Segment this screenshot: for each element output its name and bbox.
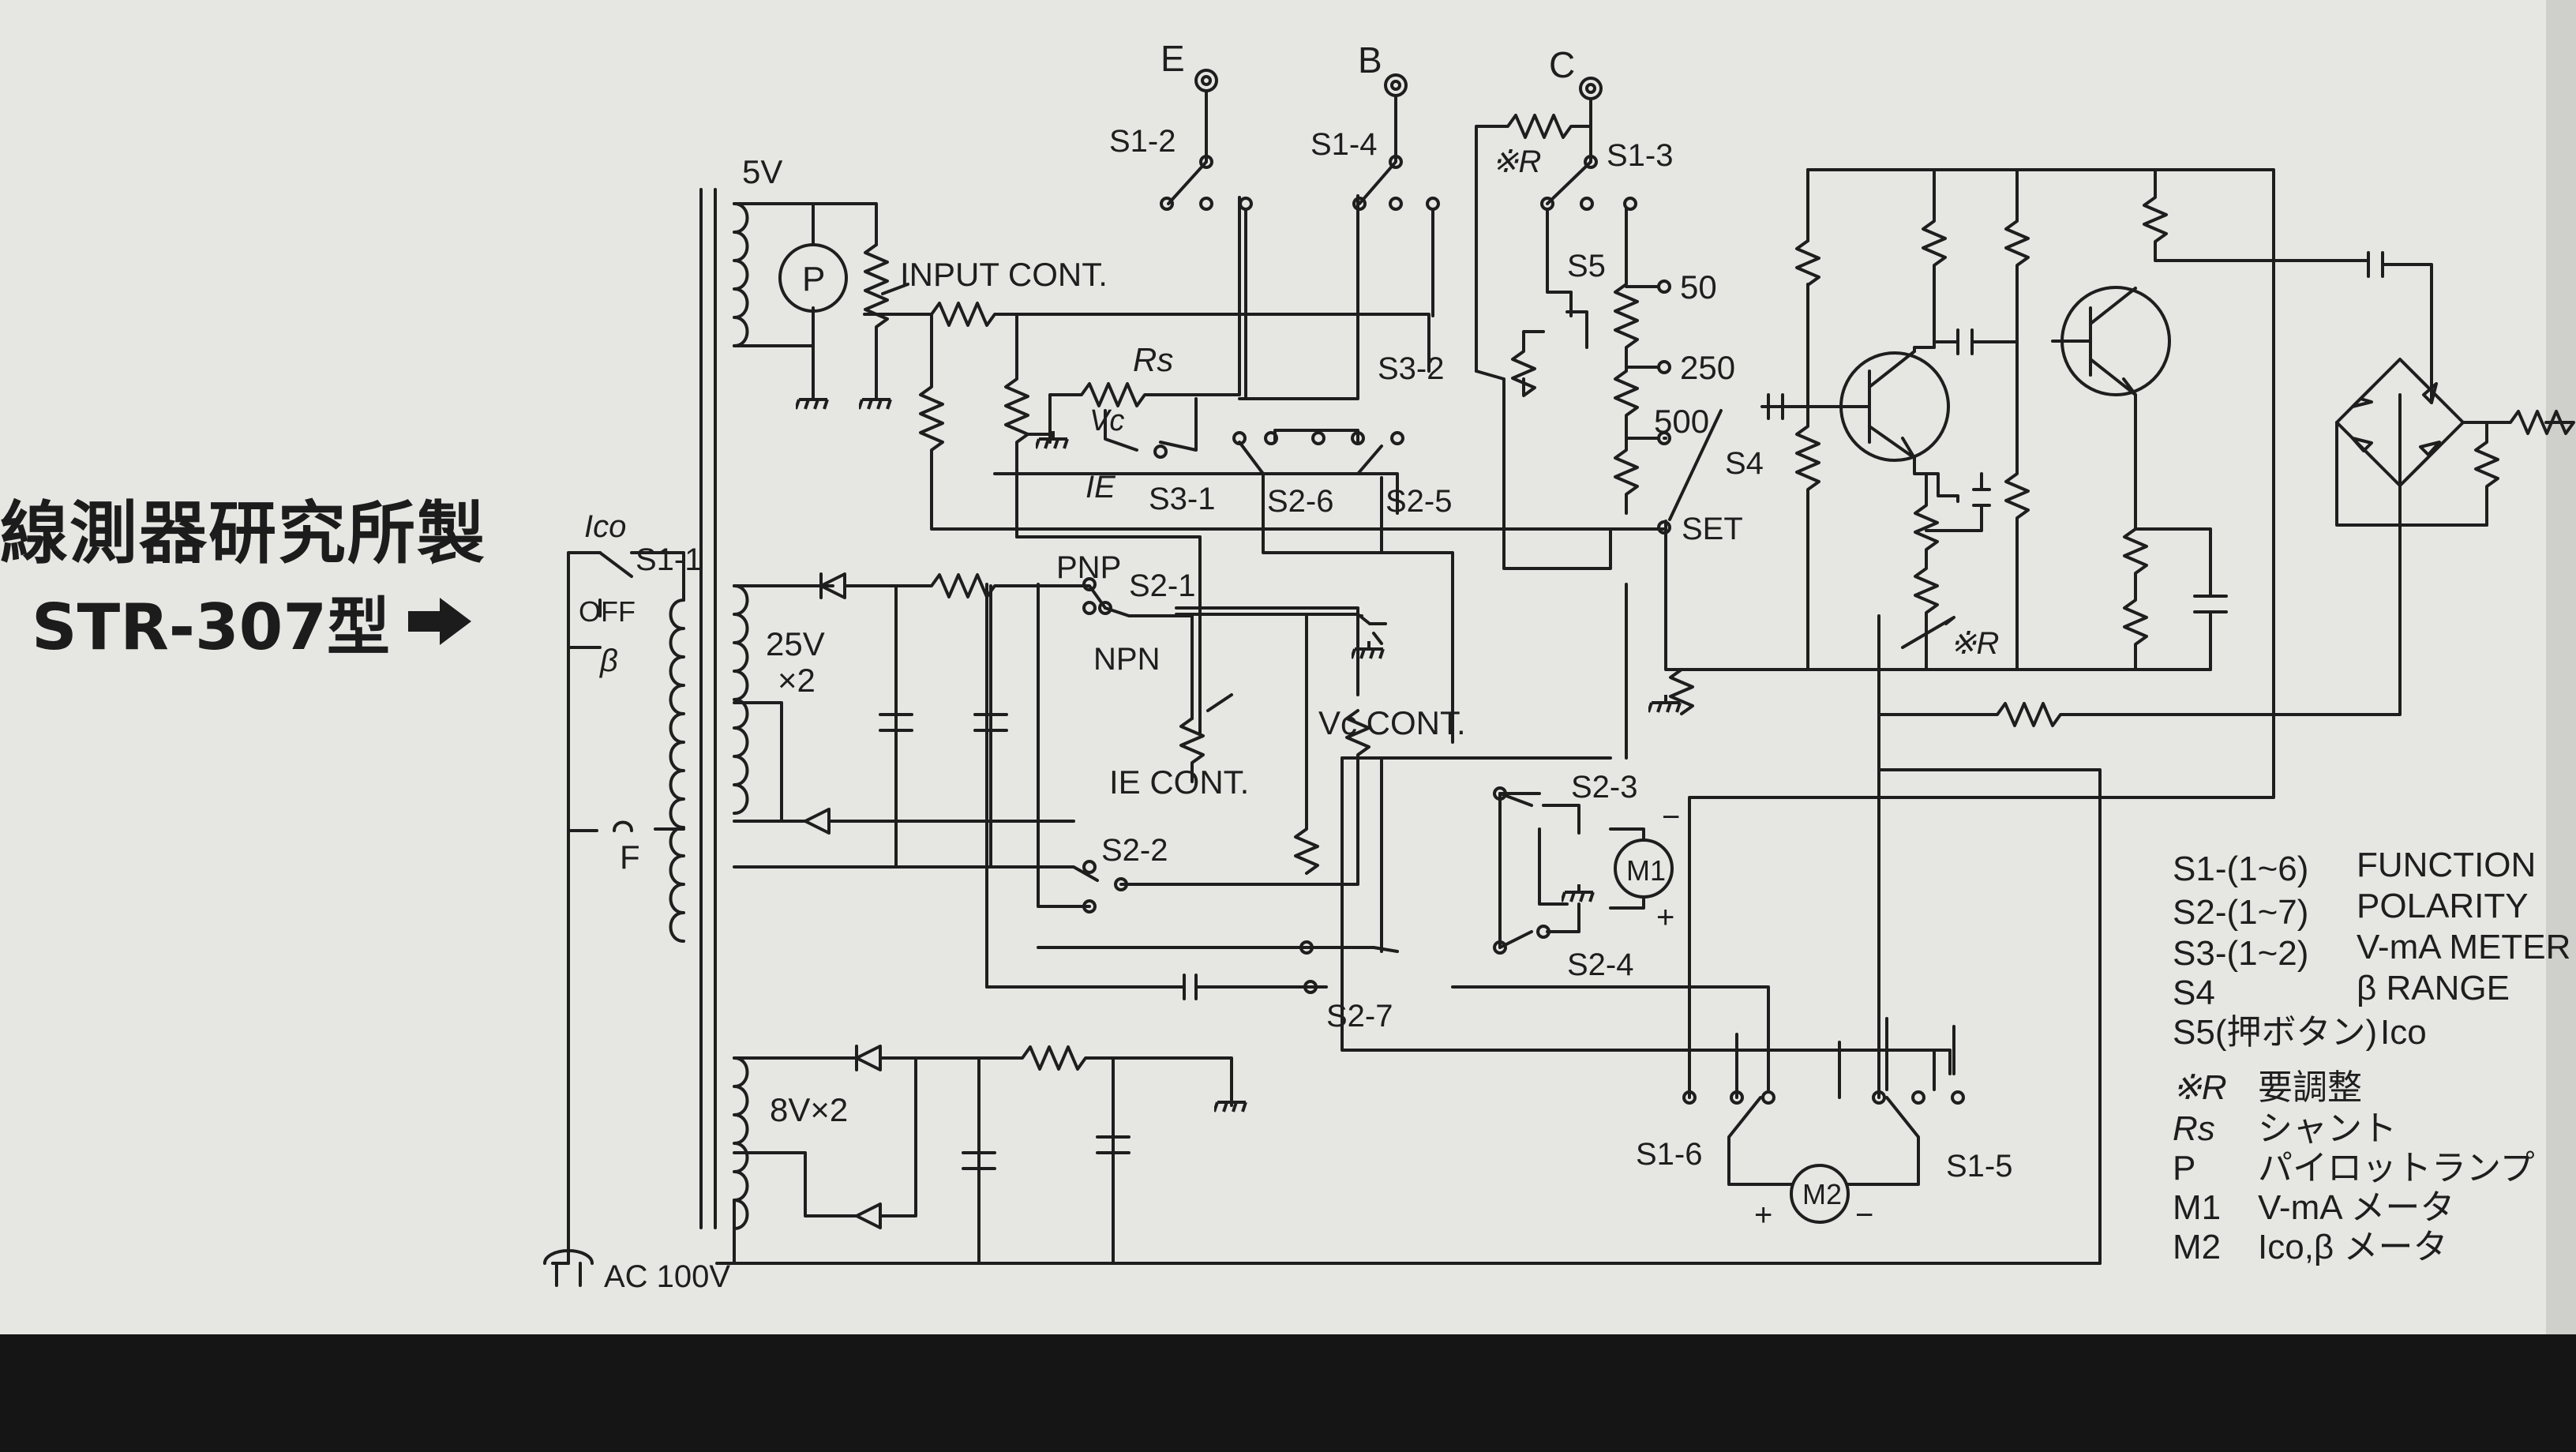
label-off: OFF	[579, 595, 636, 628]
maker-title: 線測器研究所製	[0, 494, 486, 573]
label-s1-1: S1-1	[636, 542, 703, 577]
label-8v: 8V×2	[770, 1091, 848, 1128]
label-vc-cont: Vc CONT.	[1318, 704, 1466, 741]
label-s4: S4	[1725, 446, 1764, 481]
legend-desc-9: Ico,β メータ	[2258, 1228, 2447, 1266]
legend-desc-1: POLARITY	[2357, 887, 2529, 925]
label-beta: β	[599, 643, 618, 678]
label-s2-2: S2-2	[1101, 833, 1168, 868]
label-5v: 5V	[742, 153, 782, 190]
label-s2-5: S2-5	[1385, 484, 1453, 519]
legend-sym-3: S4	[2173, 974, 2215, 1012]
primary-winding	[669, 598, 685, 943]
label-ie: IE	[1086, 470, 1116, 505]
label-s2-3: S2-3	[1571, 770, 1638, 805]
label-ico: Ico	[584, 509, 626, 544]
legend-desc-3: β RANGE	[2357, 969, 2510, 1007]
circuit-schematic: E B C S1-2 S1-4 S1-3 ※R 5V P INPUT CONT.…	[543, 38, 2575, 1294]
legend-sym-0: S1-(1~6)	[2173, 850, 2308, 888]
label-s2-1: S2-1	[1129, 568, 1196, 603]
label-s5: S5	[1567, 249, 1606, 283]
label-s1-2: S1-2	[1109, 124, 1176, 159]
label-x2: ×2	[778, 662, 816, 699]
secondary-5v	[733, 202, 749, 347]
page-edge	[2546, 0, 2576, 1334]
secondary-8v	[733, 1056, 749, 1230]
label-b: B	[1358, 39, 1382, 81]
legend-sym-4: S5(押ボタン)	[2173, 1013, 2377, 1052]
label-m2: M2	[1802, 1178, 1842, 1210]
label-s2-6: S2-6	[1267, 484, 1334, 519]
label-rs: Rs	[1133, 341, 1173, 378]
label-s1-3: S1-3	[1607, 138, 1674, 173]
model-title: STR-307型	[32, 576, 475, 668]
label-ie-cont: IE CONT.	[1109, 764, 1249, 801]
label-p: P	[802, 260, 825, 298]
label-500: 500	[1654, 403, 1709, 440]
legend-sym-6: Rs	[2173, 1109, 2215, 1148]
legend-desc-5: 要調整	[2258, 1068, 2362, 1107]
label-xr-mid: ※R	[1950, 626, 1999, 661]
legend-sym-1: S2-(1~7)	[2173, 893, 2308, 932]
legend: S1-(1~6) FUNCTION S2-(1~7) POLARITY S3-(…	[2173, 846, 2570, 1266]
legend-sym-5: ※R	[2173, 1068, 2227, 1107]
legend-sym-8: M1	[2173, 1188, 2221, 1227]
transformer-core	[699, 188, 717, 1229]
legend-sym-9: M2	[2173, 1228, 2221, 1266]
label-s1-4: S1-4	[1310, 127, 1378, 162]
model-name: STR-307型	[32, 591, 390, 664]
label-pnp: PNP	[1056, 550, 1121, 585]
legend-desc-2: V-mA METER	[2357, 928, 2570, 966]
label-m1: M1	[1626, 854, 1666, 887]
label-e: E	[1161, 38, 1185, 79]
legend-sym-2: S3-(1~2)	[2173, 934, 2308, 973]
schematic-labels: E B C S1-2 S1-4 S1-3 ※R 5V P INPUT CONT.…	[579, 38, 2013, 1294]
label-50: 50	[1680, 268, 1717, 306]
legend-desc-8: V-mA メータ	[2258, 1188, 2454, 1227]
label-s2-7: S2-7	[1326, 999, 1393, 1034]
label-npn: NPN	[1093, 642, 1160, 677]
label-m2-plus: +	[1754, 1198, 1772, 1233]
label-s1-5: S1-5	[1946, 1149, 2013, 1184]
dark-table-surface	[0, 1334, 2576, 1452]
pilot-lamp	[778, 243, 848, 313]
label-vc: Vc	[1089, 404, 1124, 437]
label-c: C	[1549, 44, 1575, 85]
legend-sym-7: P	[2173, 1149, 2195, 1187]
label-ac100: AC 100V	[604, 1259, 730, 1294]
label-s1-6: S1-6	[1636, 1137, 1703, 1172]
label-m2-minus: −	[1855, 1198, 1873, 1233]
label-s2-4: S2-4	[1567, 947, 1634, 982]
label-25v: 25V	[766, 625, 825, 662]
legend-desc-4: Ico	[2380, 1013, 2427, 1052]
label-xr-top: ※R	[1492, 144, 1541, 179]
secondary-25v	[733, 584, 749, 815]
legend-desc-6: シャント	[2258, 1109, 2397, 1148]
label-set: SET	[1682, 512, 1743, 546]
label-m1-minus: −	[1662, 800, 1680, 835]
label-s3-2: S3-2	[1378, 351, 1445, 386]
label-input-cont: INPUT CONT.	[900, 256, 1108, 293]
label-250: 250	[1680, 349, 1735, 386]
legend-desc-0: FUNCTION	[2357, 846, 2536, 884]
right-arrow-icon	[404, 591, 475, 664]
legend-desc-7: パイロットランプ	[2258, 1149, 2535, 1187]
label-m1-plus: +	[1656, 900, 1674, 935]
label-f: F	[620, 839, 640, 876]
label-s3-1: S3-1	[1149, 482, 1216, 516]
